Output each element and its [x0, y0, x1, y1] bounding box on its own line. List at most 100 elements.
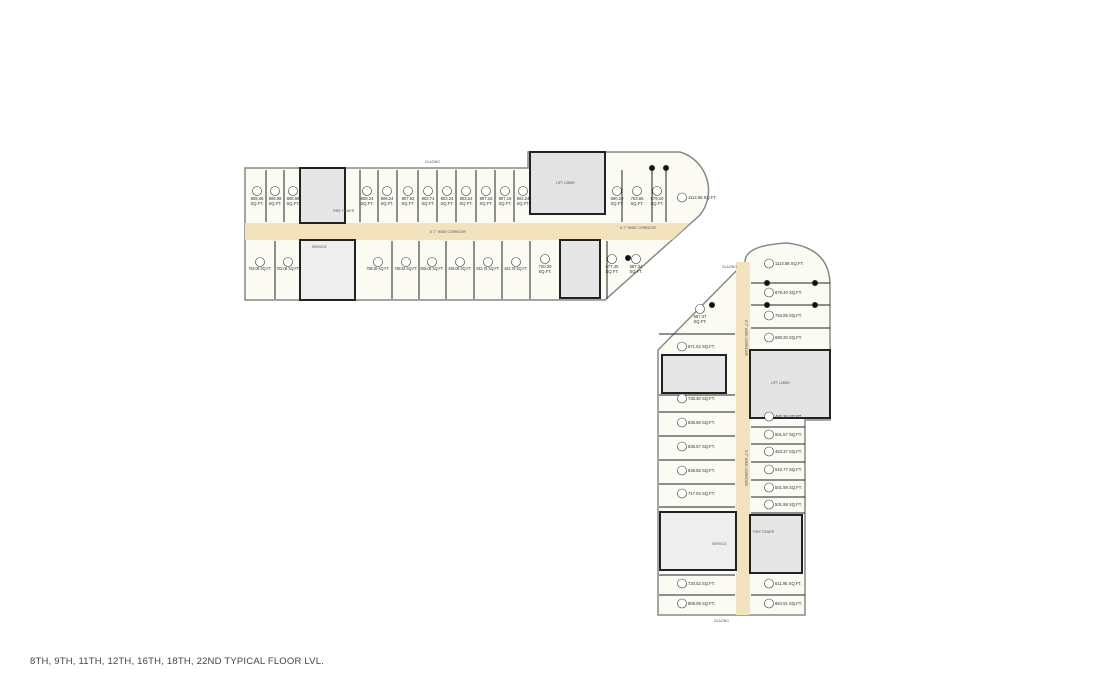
unit-marker-icon	[362, 186, 372, 196]
unit[interactable]: 720.52 SQ.FT.	[677, 578, 716, 589]
unit-area-label: 802.24	[517, 196, 530, 201]
plan-title: 8TH, 9TH, 11TH, 12TH, 16TH, 18TH, 22ND T…	[30, 656, 325, 667]
unit-marker-icon	[423, 186, 433, 196]
unit-area-unit: SQ.FT.	[516, 201, 529, 206]
unit[interactable]: 871.52 SQ.FT.	[677, 341, 716, 352]
unit-area-label: 803.24	[460, 196, 473, 201]
unit-area-unit: SQ.FT.	[286, 201, 299, 206]
unit-area-label: 807.16	[480, 196, 493, 201]
unit-area-unit: SQ.FT.	[268, 201, 281, 206]
unit-area-unit: SQ.FT.	[498, 201, 511, 206]
unit-area-label: 1114.58 SQ.FT.	[775, 261, 804, 266]
unit[interactable]: 808.08 SQ.FT.	[677, 598, 716, 609]
unit-area-label: 720.30	[539, 264, 552, 269]
unit[interactable]: 836.57 SQ.FT.	[677, 441, 716, 452]
unit-area-label: 871.52 SQ.FT.	[688, 344, 715, 349]
unit[interactable]: 736.30 SQ.FT.	[677, 393, 716, 404]
unit[interactable]: 848.55 SQ.FT.	[677, 465, 716, 476]
unit-area-label: 802.74	[422, 196, 435, 201]
unit-area-label: 843.76 SQ.FT.	[477, 266, 500, 271]
unit[interactable]: 782.06 SQ.FT.	[249, 257, 272, 272]
unit[interactable]: 836.56 SQ.FT.	[677, 417, 716, 428]
unit[interactable]: 501.57 SQ.FT.	[764, 429, 803, 440]
unit[interactable]: 690.20 SQ.FT.	[764, 332, 803, 343]
unit-marker-icon	[677, 465, 687, 476]
unit[interactable]: 482.36 SQ.FT.	[764, 411, 803, 422]
unit[interactable]: 463.37 SQ.FT.	[764, 446, 803, 457]
unit[interactable]: 501.98 SQ.FT.	[764, 482, 803, 493]
unit-marker-icon	[764, 310, 774, 321]
unit[interactable]: 501.98 SQ.FT.	[764, 499, 803, 510]
unit-area-label: 807.62	[402, 196, 415, 201]
unit-marker-icon	[455, 257, 465, 267]
stair-core-west	[299, 167, 346, 224]
unit-marker-icon	[677, 192, 687, 203]
unit-marker-icon	[540, 254, 550, 264]
unit-marker-icon	[270, 186, 280, 196]
unit-marker-icon	[255, 257, 265, 267]
unit-area-label: 482.36 SQ.FT.	[775, 414, 802, 419]
unit-marker-icon	[632, 186, 642, 196]
unit-marker-icon	[764, 482, 774, 493]
unit-area-label: 843.76 SQ.FT.	[505, 266, 528, 271]
unit[interactable]: 835.06 SQ.FT.	[421, 257, 444, 272]
toilet-core-east	[659, 511, 737, 571]
unit[interactable]: 1114.58 SQ.FT.	[764, 258, 804, 269]
unit-area-label: 848.55 SQ.FT.	[688, 468, 715, 473]
unit-area-label: 808.24	[361, 196, 374, 201]
unit-area-label: 717.03 SQ.FT.	[688, 491, 715, 496]
unit-area-label: 501.98 SQ.FT.	[775, 485, 802, 490]
column	[764, 280, 770, 286]
unit[interactable]: 753.85 SQ.FT.	[764, 310, 803, 321]
unit-marker-icon	[677, 598, 687, 609]
unit[interactable]: 864.91 SQ.FT.	[764, 598, 803, 609]
unit[interactable]: 1114.58 SQ.FT.	[677, 192, 717, 203]
corridor-label-west: 6'-7" WIDE CORRIDOR	[430, 230, 466, 234]
unit-area-label: 1114.58 SQ.FT.	[688, 195, 717, 200]
unit-area-label: 788.82 SQ.FT.	[395, 266, 418, 271]
unit-marker-icon	[382, 186, 392, 196]
unit[interactable]: 843.76 SQ.FT.	[505, 257, 528, 272]
unit[interactable]: 782.06 SQ.FT.	[277, 257, 300, 272]
unit[interactable]: 717.03 SQ.FT.	[677, 488, 716, 499]
unit-area-label: 835.06 SQ.FT.	[421, 266, 444, 271]
stair-core-north	[559, 239, 601, 299]
unit-area-label: 864.91 SQ.FT.	[775, 601, 802, 606]
unit-area-label: 836.56 SQ.FT.	[688, 420, 715, 425]
unit-marker-icon	[442, 186, 452, 196]
unit[interactable]: 611.95 SQ.FT.	[764, 578, 802, 589]
unit[interactable]: 835.06 SQ.FT.	[449, 257, 472, 272]
unit[interactable]: 843.76 SQ.FT.	[477, 257, 500, 272]
unit[interactable]: 788.82 SQ.FT.	[395, 257, 418, 272]
unit[interactable]: 879.40 SQ.FT.	[764, 287, 803, 298]
unit[interactable]: 510.77 SQ.FT.	[764, 464, 803, 475]
unit-marker-icon	[677, 578, 687, 589]
unit-marker-icon	[283, 257, 293, 267]
unit-marker-icon	[764, 411, 774, 422]
lift-lobby-label-north: LIFT LOBBY	[556, 181, 576, 185]
unit[interactable]: 788.35 SQ.FT.	[367, 257, 390, 272]
unit-area-label: 782.06 SQ.FT.	[249, 266, 272, 271]
unit-marker-icon	[500, 186, 510, 196]
glazing-label-south: GLAZING	[714, 619, 729, 623]
unit-area-unit: SQ.FT.	[629, 269, 642, 274]
